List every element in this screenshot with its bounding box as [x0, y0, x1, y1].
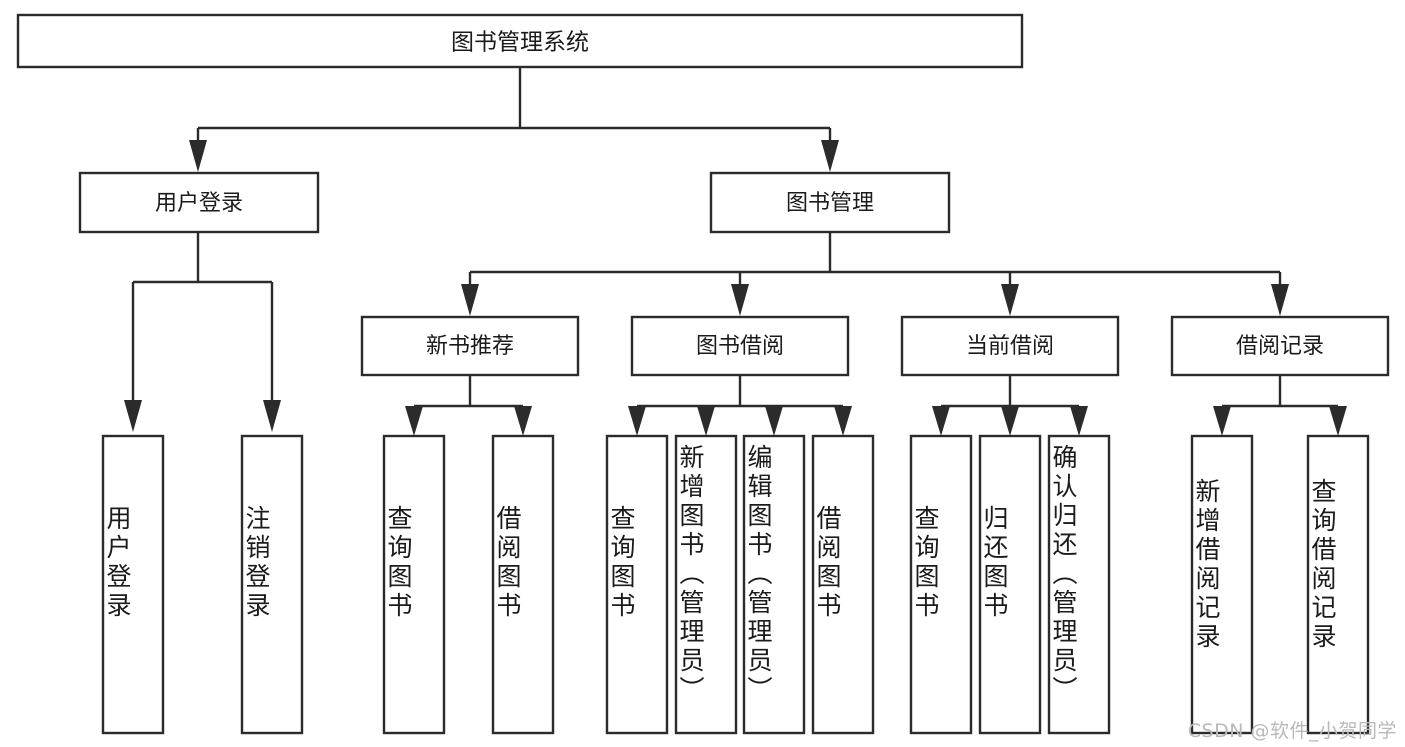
node-root-system[interactable]: [16, 13, 1024, 69]
arrow-head-book-borrow: [731, 284, 749, 316]
node-book-borrow[interactable]: [630, 315, 850, 377]
connector-group-root: [189, 68, 839, 172]
arrow-head-bb-borrow: [834, 406, 852, 436]
arrow-head-br-query: [1329, 406, 1347, 436]
arrow-head-cb-query: [932, 406, 950, 436]
node-leaf-logout[interactable]: [240, 434, 304, 735]
node-leaf-bb-query-book[interactable]: [605, 434, 669, 735]
node-borrow-record[interactable]: [1170, 315, 1390, 377]
node-book-management[interactable]: [709, 171, 951, 234]
node-new-book-recommend[interactable]: [360, 315, 580, 377]
node-current-borrow[interactable]: [900, 315, 1120, 377]
connector-group-book-borrow: [628, 375, 852, 436]
arrow-head-leaf-user-login: [124, 400, 142, 432]
node-user-login-label: 用户登录: [155, 191, 243, 216]
arrow-head-bb-edit: [765, 406, 783, 436]
arrow-head-bb-add: [697, 406, 715, 436]
csdn-watermark: CSDN @软件_小贺同学: [1187, 720, 1397, 742]
node-leaf-nb-borrow-book[interactable]: [491, 434, 555, 735]
arrow-head-newbook-borrow: [514, 406, 532, 436]
arrow-head-cb-return: [1001, 406, 1019, 436]
arrow-head-cb-confirm: [1070, 406, 1088, 436]
connector-group-current-borrow: [932, 375, 1088, 436]
node-leaf-nb-query-book[interactable]: [382, 434, 446, 735]
connector-group-borrow-record: [1213, 375, 1347, 436]
arrow-head-newbook-query: [405, 406, 423, 436]
node-leaf-bb-edit-book[interactable]: [742, 434, 806, 735]
node-book-management-label: 图书管理: [786, 191, 874, 216]
arrow-head-bb-query: [628, 406, 646, 436]
node-leaf-br-add-record[interactable]: [1190, 434, 1254, 735]
node-new-book-recommend-label: 新书推荐: [426, 334, 514, 359]
connector-group-book-mgmt: [461, 232, 1289, 316]
connector-group-user-login: [124, 232, 281, 432]
node-borrow-record-label: 借阅记录: [1236, 334, 1324, 359]
node-current-borrow-label: 当前借阅: [966, 334, 1054, 359]
node-leaf-cb-query-book[interactable]: [909, 434, 973, 735]
arrow-head-current-borrow: [1001, 284, 1019, 316]
node-leaf-cb-confirm-return[interactable]: [1047, 434, 1111, 735]
arrow-head-user-login: [189, 140, 207, 172]
node-root-system-label: 图书管理系统: [451, 30, 589, 56]
node-leaf-bb-borrow-book[interactable]: [811, 434, 875, 735]
node-book-borrow-label: 图书借阅: [696, 334, 784, 359]
node-leaf-bb-add-book[interactable]: [674, 434, 738, 735]
node-user-login[interactable]: [78, 171, 320, 234]
arrow-head-book-mgmt: [821, 140, 839, 172]
arrow-head-br-add: [1213, 406, 1231, 436]
arrow-head-borrow-record: [1271, 284, 1289, 316]
node-leaf-cb-return-book[interactable]: [978, 434, 1042, 735]
arrow-head-new-book: [461, 284, 479, 316]
connector-group-new-book: [405, 375, 532, 436]
arrow-head-leaf-logout: [263, 400, 281, 432]
node-leaf-user-login[interactable]: [101, 434, 165, 735]
node-leaf-br-query-record[interactable]: [1306, 434, 1370, 735]
